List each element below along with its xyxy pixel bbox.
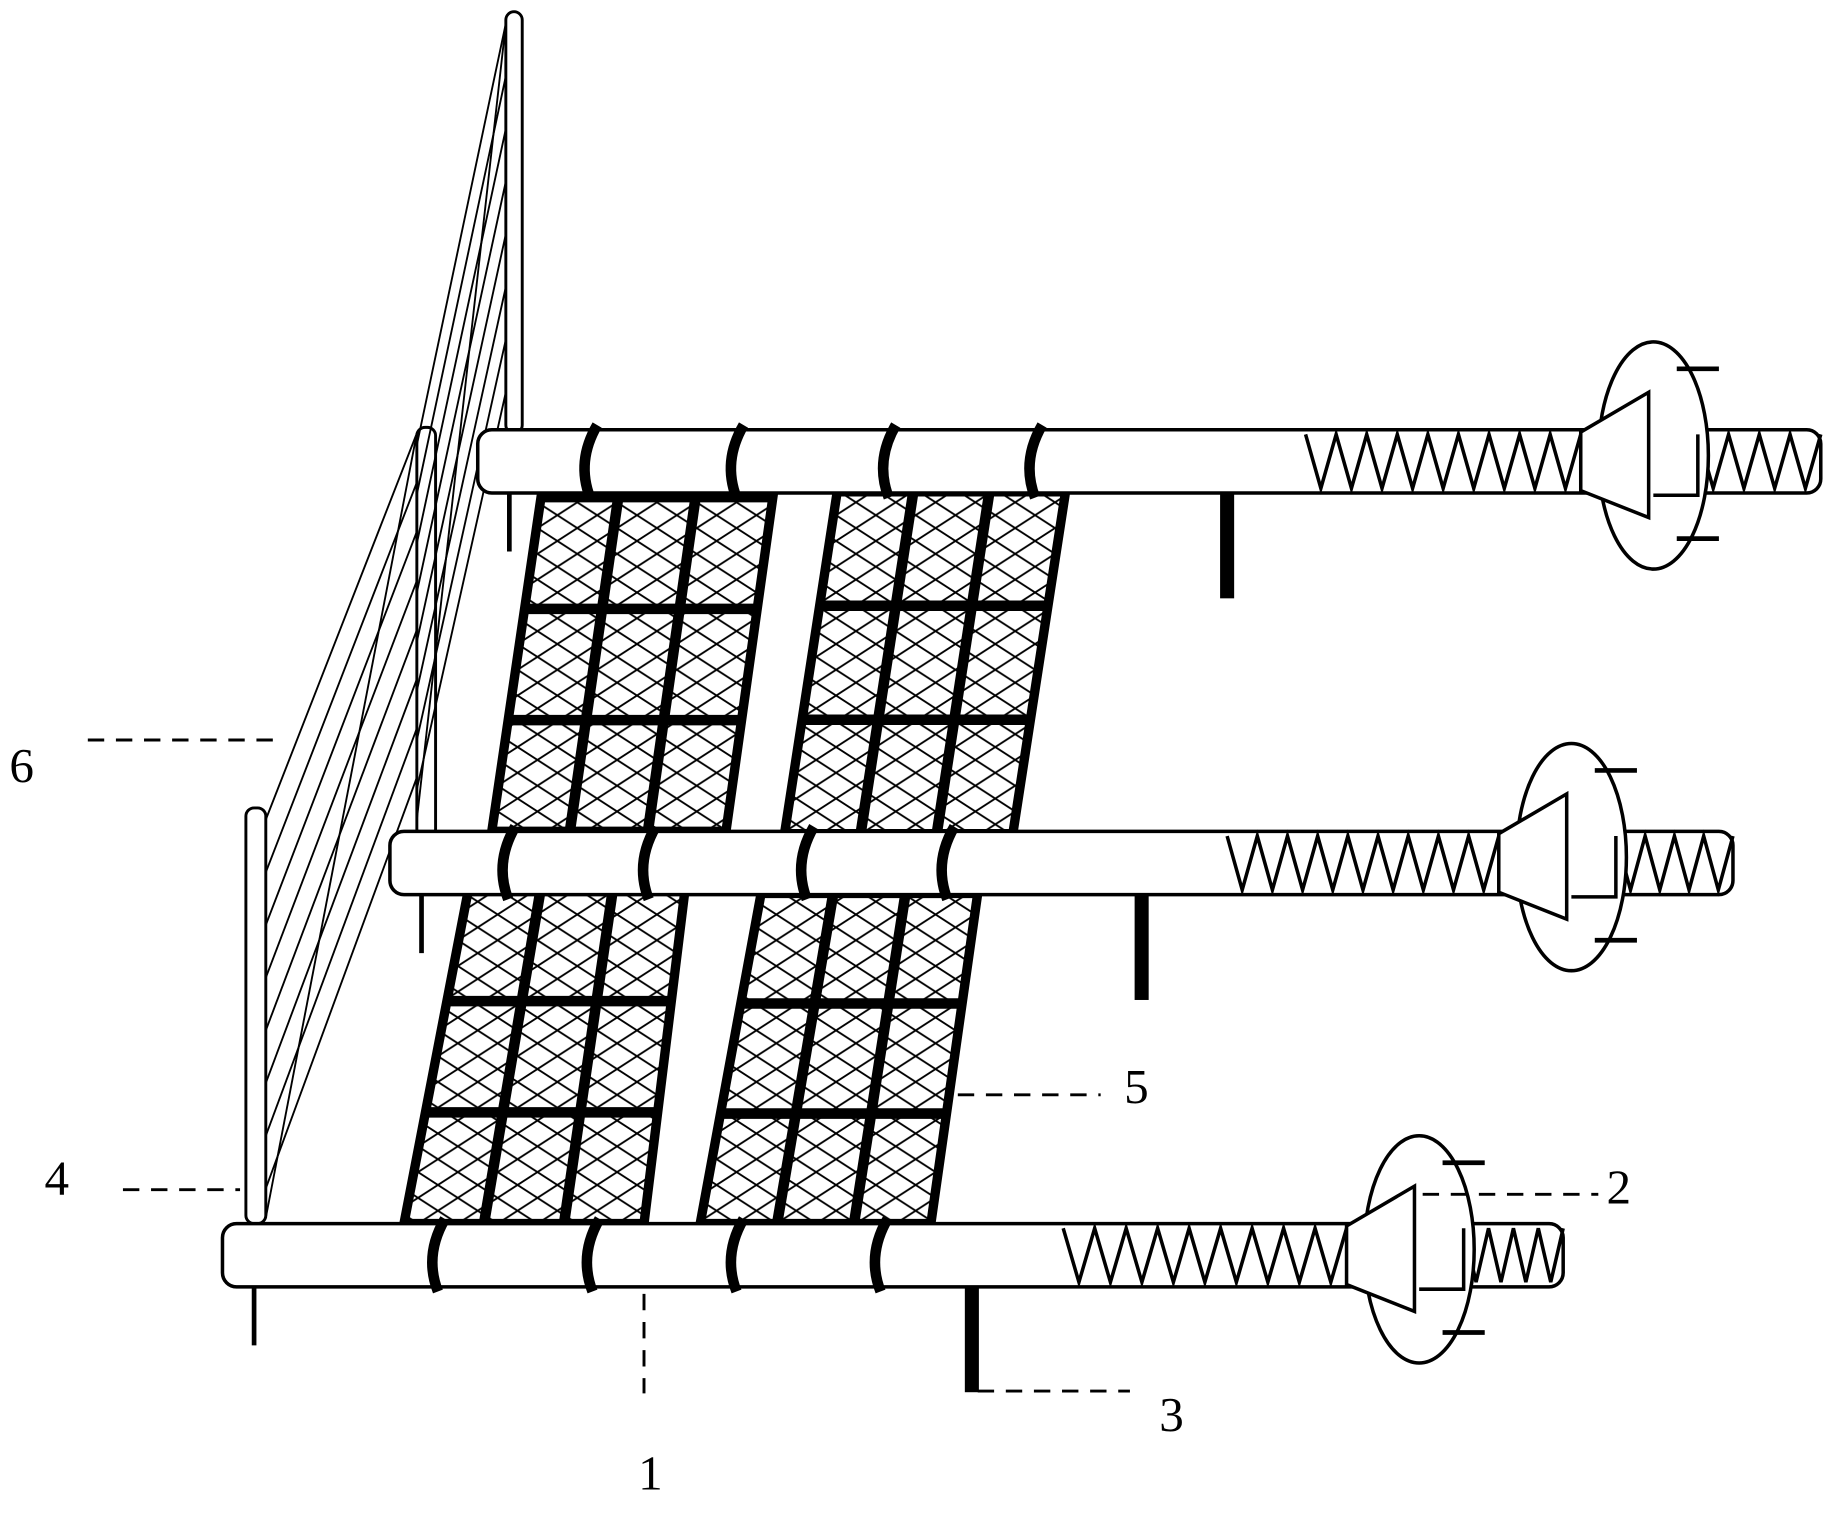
tension-cone <box>1581 392 1649 517</box>
label-5: 5 <box>1124 1059 1149 1114</box>
mesh-panel <box>404 890 685 1224</box>
label-2: 2 <box>1607 1160 1632 1215</box>
tie-wire <box>417 23 506 819</box>
tie-wire <box>266 581 417 978</box>
label-1: 1 <box>638 1445 663 1500</box>
anchor-spike <box>1220 493 1234 598</box>
tie-wire <box>417 23 506 445</box>
mesh-panel <box>700 893 978 1223</box>
label-3: 3 <box>1159 1387 1184 1442</box>
tie-wire <box>266 433 417 819</box>
vertical-post <box>246 808 266 1224</box>
tie-wire <box>266 482 417 872</box>
anchor-spike <box>965 1287 979 1392</box>
mesh-panel <box>785 492 1066 834</box>
tension-cone <box>1347 1186 1415 1311</box>
mesh-panel <box>492 498 773 832</box>
label-6: 6 <box>9 738 34 793</box>
tie-wire <box>266 728 417 1135</box>
label-4: 4 <box>44 1150 69 1205</box>
tie-wire <box>266 433 417 1218</box>
vertical-post <box>506 12 522 434</box>
tie-wire <box>417 181 506 592</box>
tension-cone <box>1499 794 1567 919</box>
anchor-spike <box>1135 895 1149 1000</box>
